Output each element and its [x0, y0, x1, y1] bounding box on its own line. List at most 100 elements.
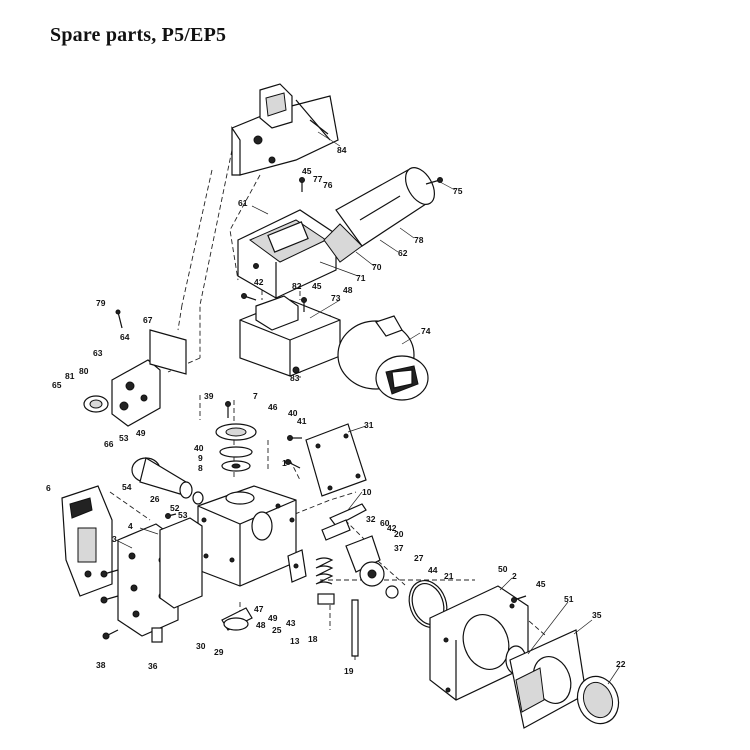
label-21: 21	[444, 571, 454, 581]
label-62: 62	[398, 248, 408, 258]
label-3: 3	[112, 534, 117, 544]
screw-79	[115, 309, 123, 329]
part-13-spring-assembly	[287, 549, 335, 605]
screw-82	[301, 297, 307, 312]
part-19-rod	[351, 599, 359, 657]
label-6: 6	[46, 483, 51, 493]
label-80: 80	[79, 366, 89, 376]
label-50: 50	[498, 564, 508, 574]
label-8: 8	[198, 463, 203, 473]
part-54-valve-spool	[131, 457, 204, 505]
label-61: 61	[238, 198, 248, 208]
label-74: 74	[421, 326, 431, 336]
label-46: 46	[268, 402, 278, 412]
label-42: 42	[254, 277, 264, 287]
screw-38a	[100, 569, 119, 578]
label-10: 10	[362, 487, 372, 497]
label-43: 43	[286, 618, 296, 628]
label-4: 4	[128, 521, 133, 531]
label-19: 19	[344, 666, 354, 676]
part-74-round-housing	[337, 315, 429, 401]
label-22: 22	[616, 659, 626, 669]
label-45c: 45	[536, 579, 546, 589]
label-37: 37	[394, 543, 404, 553]
part-4-intermediate-plate	[159, 517, 203, 609]
part-63-side-manifold	[83, 329, 187, 427]
screw-45-bottom	[511, 595, 527, 603]
label-26: 26	[150, 494, 160, 504]
label-35: 35	[592, 610, 602, 620]
label-27: 27	[414, 553, 424, 563]
part-37-linkage	[345, 535, 399, 599]
label-52: 52	[170, 503, 180, 513]
label-66: 66	[104, 439, 114, 449]
label-1: 1	[282, 458, 287, 468]
label-45b: 45	[312, 281, 322, 291]
label-48b: 48	[256, 620, 266, 630]
screw-38b	[100, 595, 119, 604]
label-54: 54	[122, 482, 132, 492]
label-32: 32	[366, 514, 376, 524]
label-40b: 40	[194, 443, 204, 453]
label-71: 71	[356, 273, 366, 283]
part-61-electronics-housing	[237, 209, 337, 299]
label-76: 76	[323, 180, 333, 190]
label-42b: 42	[387, 523, 397, 533]
label-73: 73	[331, 293, 341, 303]
label-81: 81	[65, 371, 75, 381]
label-70: 70	[372, 262, 382, 272]
screws	[100, 177, 527, 640]
part-78-cylinder-unit	[323, 167, 436, 263]
part-7-diaphragm-stack	[215, 423, 257, 472]
label-36: 36	[148, 661, 158, 671]
label-41: 41	[297, 416, 307, 426]
label-60: 60	[380, 518, 390, 528]
label-18: 18	[308, 634, 318, 644]
screw-39	[225, 401, 231, 418]
label-53: 53	[119, 433, 129, 443]
page-title: Spare parts, P5/EP5	[50, 24, 227, 46]
part-73-mounting-block	[239, 295, 341, 377]
part-50-front-frame	[429, 585, 529, 701]
label-30: 30	[196, 641, 206, 651]
screw-1	[285, 459, 301, 469]
label-9: 9	[198, 453, 203, 463]
screw-52	[165, 513, 177, 519]
label-38: 38	[96, 660, 106, 670]
label-77: 77	[313, 174, 323, 184]
label-83: 83	[290, 373, 300, 383]
label-82: 82	[292, 281, 302, 291]
leader-lines	[115, 131, 621, 685]
label-31: 31	[364, 420, 374, 430]
label-20: 20	[394, 529, 404, 539]
label-29: 29	[214, 647, 224, 657]
part-number-labels: 84 45 77 76 75 61 78 62 70 71 42 82 45 4…	[46, 145, 626, 676]
part-6-gasket-plate	[61, 485, 113, 597]
label-13: 13	[290, 636, 300, 646]
screw-45-top	[299, 177, 305, 192]
part-22-window-cap	[576, 675, 620, 725]
label-65: 65	[52, 380, 62, 390]
part-35-nameplate-cover	[509, 629, 587, 729]
label-7: 7	[253, 391, 258, 401]
label-75: 75	[453, 186, 463, 196]
label-63: 63	[93, 348, 103, 358]
label-25: 25	[272, 625, 282, 635]
label-51: 51	[564, 594, 574, 604]
label-49: 49	[136, 428, 146, 438]
label-64: 64	[120, 332, 130, 342]
label-49b: 49	[268, 613, 278, 623]
label-48: 48	[343, 285, 353, 295]
part-84-solenoid-module	[231, 83, 339, 176]
screw-75	[425, 177, 443, 185]
label-53b: 53	[178, 510, 188, 520]
label-84: 84	[337, 145, 347, 155]
label-40: 40	[288, 408, 298, 418]
screw-83	[292, 366, 300, 374]
main-valve-body	[197, 485, 297, 587]
label-78: 78	[414, 235, 424, 245]
label-67: 67	[143, 315, 153, 325]
screw-41	[287, 435, 302, 441]
part-31-cover-plate	[305, 423, 367, 497]
